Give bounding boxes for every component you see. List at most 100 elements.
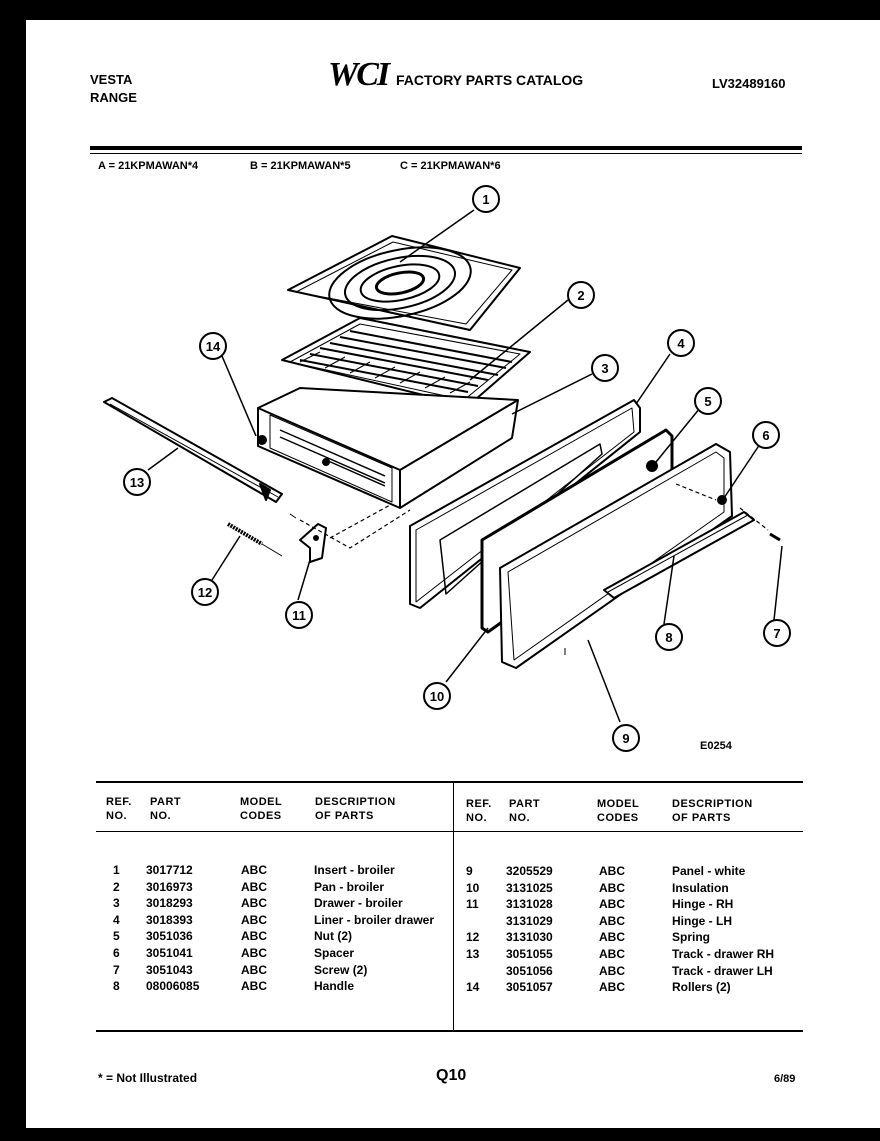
callout-8: 8: [655, 623, 683, 651]
table-row-desc: Pan - broiler: [314, 879, 385, 894]
header-part-no: NO.: [509, 812, 531, 824]
callout-12: 12: [191, 578, 219, 606]
table-row-part: 3051056: [506, 963, 553, 978]
liner-drawing: [409, 399, 641, 609]
broiler-drawer-drawing: [257, 387, 519, 509]
table-row-part: 3051055: [506, 946, 553, 961]
callout-14: 14: [199, 332, 227, 360]
revision-date: 6/89: [774, 1073, 796, 1085]
table-row-codes: ABC: [241, 879, 267, 894]
header-codes: CODES: [597, 812, 639, 824]
callout-5: 5: [694, 387, 722, 415]
table-row-codes: ABC: [599, 980, 625, 995]
header-model: MODEL: [597, 798, 640, 810]
callout-6: 6: [752, 421, 780, 449]
screw-drawing: [769, 532, 781, 542]
header-ref-no: NO.: [106, 810, 128, 822]
table-row-codes: ABC: [241, 962, 267, 977]
table-row-ref: 9: [466, 864, 473, 878]
table-row-desc: Screw (2): [314, 962, 368, 977]
table-row-codes: ABC: [241, 863, 267, 877]
panel-drawing: [499, 443, 733, 669]
callout-9: 9: [612, 724, 640, 752]
callout-1: 1: [472, 185, 500, 213]
diagram-code: E0254: [700, 740, 732, 752]
header-model: MODEL: [240, 796, 283, 808]
table-row-part: 3018393: [146, 912, 193, 927]
table-row-codes: ABC: [241, 929, 267, 944]
table-row-desc: Hinge - RH: [672, 897, 734, 912]
table-row-ref: 4: [113, 912, 120, 927]
brand-name: VESTA: [90, 72, 133, 87]
nut-drawing: [646, 460, 658, 472]
header-of-parts: OF PARTS: [672, 812, 731, 824]
catalog-number: LV32489160: [712, 76, 786, 91]
header-desc: DESCRIPTION: [672, 798, 753, 810]
table-row-part: 3131028: [506, 897, 553, 912]
handle-drawing: [603, 511, 755, 599]
table-row-codes: ABC: [599, 897, 625, 912]
table-row-part: 3131025: [506, 880, 553, 895]
header-ref: REF.: [466, 798, 492, 810]
table-row-codes: ABC: [599, 946, 625, 961]
table-row-codes: ABC: [599, 963, 625, 978]
wci-logo: WCI: [328, 56, 390, 93]
model-a: A = 21KPMAWAN*4: [98, 160, 199, 172]
table-row-desc: Spring: [672, 930, 710, 945]
table-row-desc: Spacer: [314, 945, 355, 960]
callout-10: 10: [423, 682, 451, 710]
table-row-ref: 2: [113, 879, 120, 894]
table-row-part: 3051057: [506, 980, 553, 995]
table-row-codes: ABC: [241, 979, 267, 994]
table-row-ref: 8: [113, 979, 120, 994]
callout-2: 2: [567, 281, 595, 309]
table-row-ref: [466, 963, 488, 980]
table-row-part: 3018293: [146, 896, 193, 911]
callout-7: 7: [763, 619, 791, 647]
table-row-desc: Handle: [314, 979, 355, 994]
table-row-ref: 13: [466, 946, 480, 961]
table-row-part: 3051036: [146, 929, 193, 944]
table-row-part: 3205529: [506, 864, 553, 878]
hinge-drawing: [289, 513, 327, 563]
table-row-desc: Liner - broiler drawer: [314, 912, 435, 927]
table-row-part: 3051041: [146, 945, 193, 960]
table-row-ref: 10: [466, 880, 480, 895]
header-desc: DESCRIPTION: [315, 796, 396, 808]
model-b: B = 21KPMAWAN*5: [250, 160, 351, 172]
table-row-ref: 3: [113, 896, 120, 911]
table-row-desc: Panel - white: [672, 864, 746, 878]
model-c: C = 21KPMAWAN*6: [400, 160, 501, 172]
table-top-rule: [96, 781, 803, 783]
table-row-codes: ABC: [241, 912, 267, 927]
table-row-ref: 14: [466, 980, 480, 995]
table-row-ref: 6: [113, 945, 120, 960]
table-row-ref: 12: [466, 930, 480, 945]
spring-drawing: [226, 522, 283, 557]
broiler-insert-drawing: [287, 235, 521, 331]
table-row-ref: 5: [113, 929, 120, 944]
page-number: Q10: [436, 1067, 467, 1084]
table-row-desc: Nut (2): [314, 929, 352, 944]
catalog-title: FACTORY PARTS CATALOG: [396, 72, 584, 88]
header-of-parts: OF PARTS: [315, 810, 374, 822]
header-ref: REF.: [106, 796, 132, 808]
callout-4: 4: [667, 329, 695, 357]
header-ref-no: NO.: [466, 812, 488, 824]
header-rule-thick: [90, 146, 802, 150]
table-row-ref: 7: [113, 962, 120, 977]
footnote: * = Not Illustrated: [98, 1071, 198, 1085]
track-drawing: [103, 397, 283, 503]
broiler-pan-drawing: [281, 317, 531, 407]
callout-13: 13: [123, 468, 151, 496]
callout-3: 3: [591, 354, 619, 382]
table-row-codes: ABC: [241, 945, 267, 960]
exploded-parts-diagram: [103, 209, 783, 723]
table-row-desc: Insert - broiler: [314, 863, 395, 877]
table-row-part: 3131030: [506, 930, 553, 945]
table-bottom-rule: [96, 1030, 803, 1032]
table-row-ref: 11: [466, 897, 479, 912]
table-row-codes: ABC: [599, 913, 625, 928]
product-type: RANGE: [90, 90, 137, 105]
table-row-codes: ABC: [241, 896, 267, 911]
